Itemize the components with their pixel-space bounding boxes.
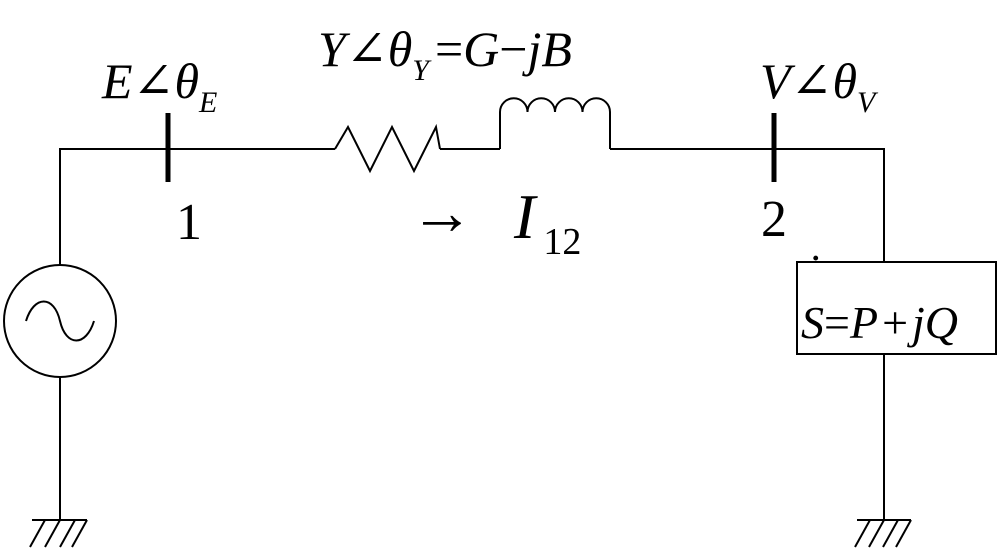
source-voltage-angle: θ [174, 53, 199, 109]
inductor-symbol [499, 97, 611, 149]
ground-symbol-right [854, 519, 912, 548]
load-voltage-angle-symbol: ∠ [791, 53, 833, 109]
load-voltage-angle: θ [832, 53, 857, 109]
source-voltage-label: E∠θE [101, 53, 217, 119]
ground-symbol-left [29, 519, 88, 548]
load-power-dot: ˙ [808, 245, 823, 296]
admittance-conductance: G [463, 21, 499, 77]
resistor-symbol [334, 123, 441, 174]
ac-source-circle [3, 264, 117, 378]
admittance-minus: − [499, 21, 527, 77]
sine-wave-icon [25, 300, 95, 342]
admittance-angle-symbol: ∠ [346, 21, 388, 77]
current-arrow: → [410, 177, 474, 248]
load-power-label: S=P+jQ [801, 297, 958, 348]
load-box [796, 261, 997, 355]
load-power-plus: + [882, 297, 908, 348]
admittance-angle: θ [388, 21, 413, 77]
wire-inductor-to-load [610, 148, 885, 262]
admittance-susceptance: B [541, 21, 572, 77]
source-voltage-magnitude: E [101, 53, 133, 109]
wires [59, 148, 885, 520]
bus-number-1: 1 [176, 194, 202, 251]
bus-number-2: 2 [761, 191, 787, 248]
ac-source [3, 264, 117, 378]
source-wire-upper [59, 148, 335, 265]
load-power-reactive: Q [925, 297, 958, 348]
source-voltage-angle-symbol: ∠ [133, 53, 175, 109]
load-voltage-magnitude: V [760, 53, 796, 109]
current-subscript: 12 [543, 221, 581, 263]
load-power-symbol: S [801, 297, 824, 348]
line-admittance-label: Y∠θY=G−jB [318, 21, 572, 87]
load-voltage-label: V∠θV [760, 53, 879, 119]
admittance-angle-subscript: Y [412, 54, 432, 87]
load-power-real: P [849, 297, 878, 348]
admittance-symbol: Y [318, 21, 351, 77]
load-voltage-angle-subscript: V [857, 86, 879, 119]
admittance-equals: = [435, 21, 463, 77]
source-voltage-angle-subscript: E [198, 86, 217, 119]
load-power-j: j [907, 297, 925, 348]
load-power-equals: = [824, 297, 850, 348]
current-symbol: I [513, 181, 538, 252]
